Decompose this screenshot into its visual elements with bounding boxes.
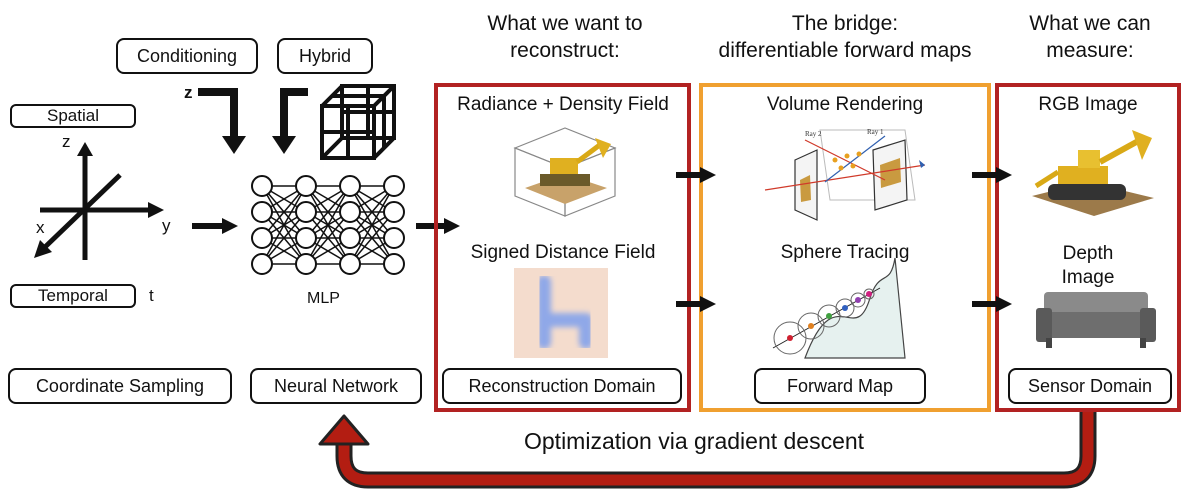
mlp-neuron xyxy=(383,253,405,275)
mlp-edge xyxy=(349,185,395,239)
mlp-neuron xyxy=(295,175,317,197)
mlp-edge xyxy=(305,185,351,265)
coordinate-axes-icon xyxy=(34,142,164,260)
heading-bridge-line2: differentiable forward maps xyxy=(718,39,972,62)
t-label: t xyxy=(149,286,154,305)
mlp-edge xyxy=(305,211,351,265)
sphere-tracing-title: Sphere Tracing xyxy=(780,242,910,263)
mlp-edge xyxy=(261,211,307,265)
mlp-edge xyxy=(261,185,307,239)
heading-measure: What we can measure: xyxy=(1000,10,1180,64)
mlp-neuron xyxy=(251,253,273,275)
mlp-neuron xyxy=(339,253,361,275)
heading-measure-line2: measure: xyxy=(1046,39,1134,62)
arrow-to-mlp-icon xyxy=(192,218,238,234)
voxel-grid-icon xyxy=(320,84,396,160)
neural-network-box: Neural Network xyxy=(250,368,422,404)
axis-z-label: z xyxy=(62,132,71,151)
depth-image-line1: Depth xyxy=(1062,243,1114,264)
optimization-label: Optimization via gradient descent xyxy=(524,428,865,454)
sensor-domain-box: Sensor Domain xyxy=(1008,368,1172,404)
mlp-neuron xyxy=(339,227,361,249)
optimization-feedback-arrow-icon xyxy=(318,412,1097,489)
axis-y-label: y xyxy=(162,216,171,235)
mlp-neuron xyxy=(251,201,273,223)
arrow-radiance-to-volume-icon xyxy=(676,167,716,183)
reconstruction-domain-box: Reconstruction Domain xyxy=(442,368,682,404)
mlp-neuron xyxy=(251,175,273,197)
mlp-neuron xyxy=(251,227,273,249)
mlp-label: MLP xyxy=(307,290,340,307)
heading-bridge: The bridge: differentiable forward maps xyxy=(690,10,1000,64)
depth-image-line2: Image xyxy=(1061,267,1115,288)
conditioning-label: Conditioning xyxy=(116,38,258,74)
z-latent-label: z xyxy=(184,83,193,102)
arrow-to-reconstruction-icon xyxy=(416,218,460,234)
heading-measure-line1: What we can xyxy=(1029,12,1151,35)
mlp-neuron xyxy=(295,253,317,275)
volume-rendering-icon: Ray 1 Ray 2 xyxy=(764,128,926,221)
heading-reconstruct: What we want to reconstruct: xyxy=(440,10,690,64)
heading-reconstruct-line1: What we want to xyxy=(487,12,643,35)
depth-image-title: Depth Image xyxy=(999,242,1177,290)
arrow-sphere-to-depth-icon xyxy=(972,296,1012,312)
sdf-chair-icon xyxy=(514,268,608,358)
rgb-image-title: RGB Image xyxy=(1038,94,1138,115)
forward-map-box: Forward Map xyxy=(754,368,926,404)
mlp-neuron xyxy=(383,201,405,223)
reconstruction-panel xyxy=(434,83,691,412)
mlp-neuron xyxy=(295,227,317,249)
forward-map-panel xyxy=(699,83,991,412)
temporal-label: Temporal xyxy=(10,284,136,308)
sensor-panel xyxy=(995,83,1181,412)
hybrid-arrow-icon xyxy=(272,88,308,154)
ray1-label: Ray 1 xyxy=(867,128,884,136)
heading-reconstruct-line2: reconstruct: xyxy=(510,39,620,62)
mlp-neuron xyxy=(383,227,405,249)
axis-x-label: x xyxy=(36,218,45,237)
hybrid-label: Hybrid xyxy=(277,38,373,74)
arrow-sdf-to-sphere-icon xyxy=(676,296,716,312)
radiance-field-title: Radiance + Density Field xyxy=(457,94,669,115)
mlp-network-icon xyxy=(251,175,405,275)
mlp-neuron xyxy=(295,201,317,223)
rgb-bulldozer-icon xyxy=(1032,130,1154,216)
mlp-neuron xyxy=(339,175,361,197)
volume-rendering-title: Volume Rendering xyxy=(766,94,924,115)
coordinate-sampling-box: Coordinate Sampling xyxy=(8,368,232,404)
conditioning-arrow-icon xyxy=(198,88,246,154)
ray2-label: Ray 2 xyxy=(805,130,822,138)
depth-sofa-icon xyxy=(1036,292,1156,348)
spatial-label: Spatial xyxy=(10,104,136,128)
mlp-neuron xyxy=(339,201,361,223)
radiance-field-cube-icon xyxy=(513,127,617,217)
sdf-title: Signed Distance Field xyxy=(470,242,656,263)
mlp-edge xyxy=(261,185,307,265)
mlp-edge xyxy=(305,185,351,239)
mlp-neuron xyxy=(383,175,405,197)
arrow-volume-to-rgb-icon xyxy=(972,167,1012,183)
heading-bridge-line1: The bridge: xyxy=(791,12,899,35)
mlp-edge xyxy=(349,185,395,265)
sphere-tracing-icon xyxy=(772,257,906,359)
mlp-edge xyxy=(349,211,395,265)
